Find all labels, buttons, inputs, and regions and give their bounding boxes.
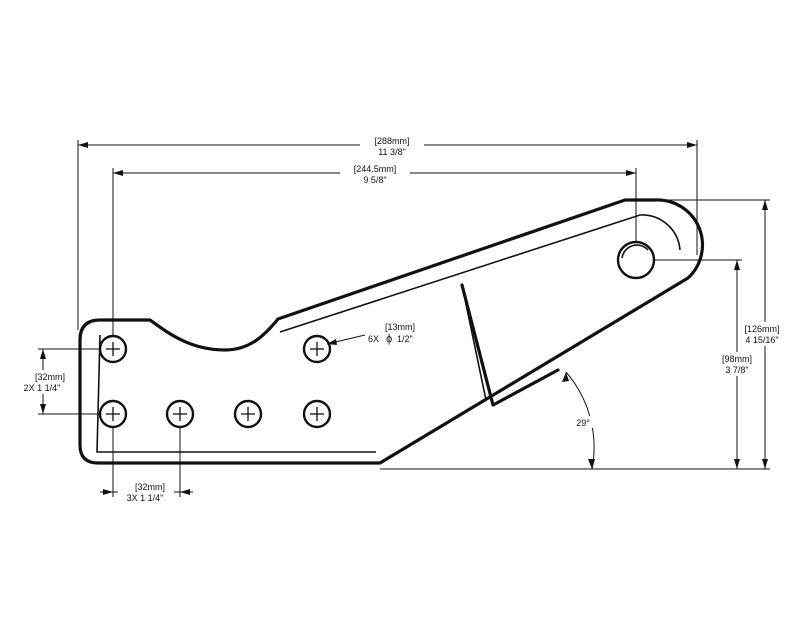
hole-callout-imperial: 1/2" — [397, 334, 413, 344]
dim-overall-length-imperial: 11 3/8" — [378, 147, 406, 157]
hole-callout: [13mm] 6X ϕ 1/2" — [326, 322, 415, 345]
bracket-top-bend-line — [279, 214, 641, 333]
dim-pivot-height-metric: [98mm] — [722, 354, 752, 364]
dim-horizontal-spacing-metric: [32mm] — [135, 482, 165, 492]
diameter-icon: ϕ — [386, 333, 392, 345]
dim-overall-length-metric: [288mm] — [374, 136, 409, 146]
mounting-holes — [98, 240, 656, 429]
hole-callout-count: 6X — [368, 334, 379, 344]
dim-overall-length: [288mm] 11 3/8" — [77, 134, 698, 330]
dim-pivot-height-imperial: 3 7/8" — [725, 365, 748, 375]
dim-vertical-spacing-metric: [32mm] — [35, 372, 65, 382]
pivot-hole — [616, 240, 656, 280]
dim-angle-value: 29° — [576, 418, 590, 428]
hole-bottom-4 — [302, 399, 332, 429]
dim-hole-to-pivot-metric: [244.5mm] — [354, 164, 397, 174]
dim-overall-height-imperial: 4 15/16" — [745, 335, 778, 345]
hole-top-right — [302, 334, 332, 364]
dim-horizontal-hole-spacing: [32mm] 3X 1 1/4" — [100, 427, 193, 504]
dim-horizontal-spacing-imperial: 3X 1 1/4" — [127, 493, 164, 503]
hole-top-left — [98, 334, 128, 364]
hole-bottom-3 — [233, 399, 263, 429]
hole-callout-metric: [13mm] — [385, 322, 415, 332]
dim-vertical-spacing-imperial: 2X 1 1/4" — [24, 383, 61, 393]
dim-angle: 29° — [562, 371, 595, 470]
bracket-inner-edge — [96, 334, 376, 453]
gusset-face — [460, 283, 560, 407]
bracket-pivot-inner-arc — [639, 214, 681, 251]
hole-bottom-2 — [165, 399, 195, 429]
bracket-outline — [78, 198, 705, 465]
dim-overall-height: [126mm] 4 15/16" — [380, 199, 794, 470]
dim-hole-to-pivot-imperial: 9 5/8" — [363, 175, 386, 185]
dim-hole-to-pivot: [244.5mm] 9 5/8" — [112, 162, 637, 336]
gusset-inner-edge — [461, 284, 487, 401]
hole-bottom-1 — [98, 399, 128, 429]
dim-pivot-height: [98mm] 3 7/8" — [654, 259, 762, 469]
dim-vertical-hole-spacing: [32mm] 2X 1 1/4" — [14, 348, 100, 415]
bracket-outer-edge — [78, 198, 705, 465]
dim-overall-height-metric: [126mm] — [744, 324, 779, 334]
